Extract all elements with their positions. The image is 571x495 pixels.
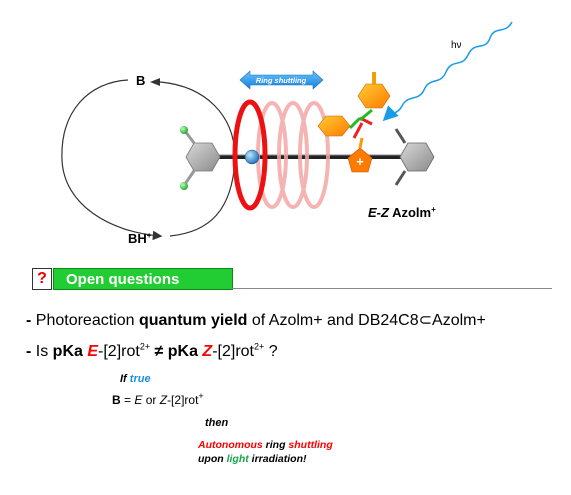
left-stopper <box>180 126 221 190</box>
open-questions-box: Open questions <box>53 268 233 290</box>
ring-shuttling-arrow: Ring shuttling <box>239 70 324 90</box>
open-questions-bar: ? Open questions <box>32 268 552 290</box>
light-wave-arrow <box>382 21 513 122</box>
right-stopper <box>394 128 435 186</box>
question-1: - Photoreaction quantum yield of Azolm+ … <box>26 312 486 329</box>
question-2: - Is pKa E-[2]rot2+ ≠ pKa Z-[2]rot2+ ? <box>26 341 278 360</box>
ring-shuttling-label: Ring shuttling <box>256 76 307 85</box>
plus-icon: + <box>356 154 364 169</box>
rotaxane-diagram: B BH+ Ring shuttling + <box>61 21 513 246</box>
hv-label: hν <box>451 40 462 51</box>
azo-unit: + <box>317 72 391 173</box>
equilibrium-arrow-top <box>61 79 129 161</box>
label-B: B <box>136 73 145 88</box>
blue-ball-icon <box>244 149 260 165</box>
conclusion-line-2: upon light irradiation! <box>198 453 307 465</box>
arrow-to-B <box>150 78 160 86</box>
green-atom-icon <box>180 126 188 134</box>
open-questions-title: Open questions <box>66 271 180 288</box>
conclusion-line-1: Autonomous ring shuttling <box>198 439 333 451</box>
main-ring <box>232 99 268 211</box>
equilibrium-arrow-return <box>169 159 236 237</box>
b-definition-line: B = E or Z-[2]rot+ <box>112 391 204 408</box>
label-BH: BH+ <box>128 231 152 246</box>
equilibrium-arrow-bottom <box>61 159 163 241</box>
divider-line <box>232 288 552 289</box>
question-icon: ? <box>32 268 52 290</box>
azolm-label: E-Z Azolm+ <box>368 205 436 220</box>
if-true-line: If true <box>120 373 151 385</box>
then-label: then <box>205 417 229 429</box>
green-atom-icon <box>180 182 188 190</box>
